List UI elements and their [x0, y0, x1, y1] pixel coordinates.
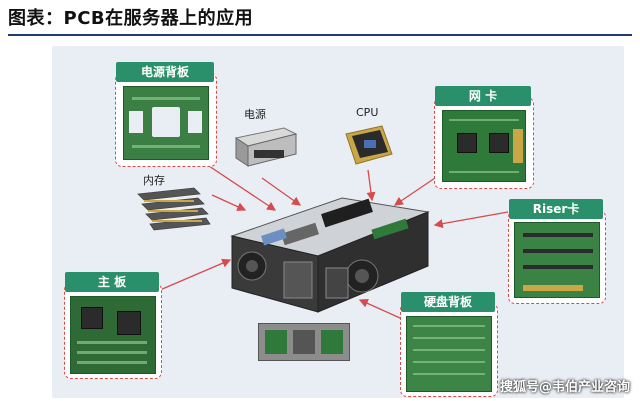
- figure-title: 图表：PCB在服务器上的应用: [8, 8, 254, 29]
- memory-image: [137, 187, 211, 231]
- watermark: 搜狐号@韦伯产业咨询: [499, 380, 630, 395]
- power-backplane-image: [123, 86, 209, 160]
- memory-label: 内存: [143, 174, 165, 187]
- motherboard-image: [70, 296, 156, 374]
- motherboard-tag: 主 板: [65, 272, 159, 292]
- nic-tag: 网 卡: [435, 86, 531, 106]
- cpu-label: CPU: [356, 106, 379, 119]
- server-chassis-image: [230, 197, 430, 313]
- power-backplane-tag: 电源背板: [116, 62, 214, 82]
- cpu-image: [345, 125, 393, 165]
- disk-bay-photo: [258, 323, 350, 361]
- disk-backplane-tag: 硬盘背板: [401, 292, 495, 312]
- riser-tag: Riser卡: [509, 199, 603, 219]
- disk-backplane-image: [406, 316, 492, 392]
- psu-image: [234, 127, 298, 167]
- nic-image: [442, 110, 526, 182]
- psu-label: 电源: [244, 108, 266, 121]
- title-divider: [8, 34, 632, 36]
- riser-image: [514, 222, 600, 298]
